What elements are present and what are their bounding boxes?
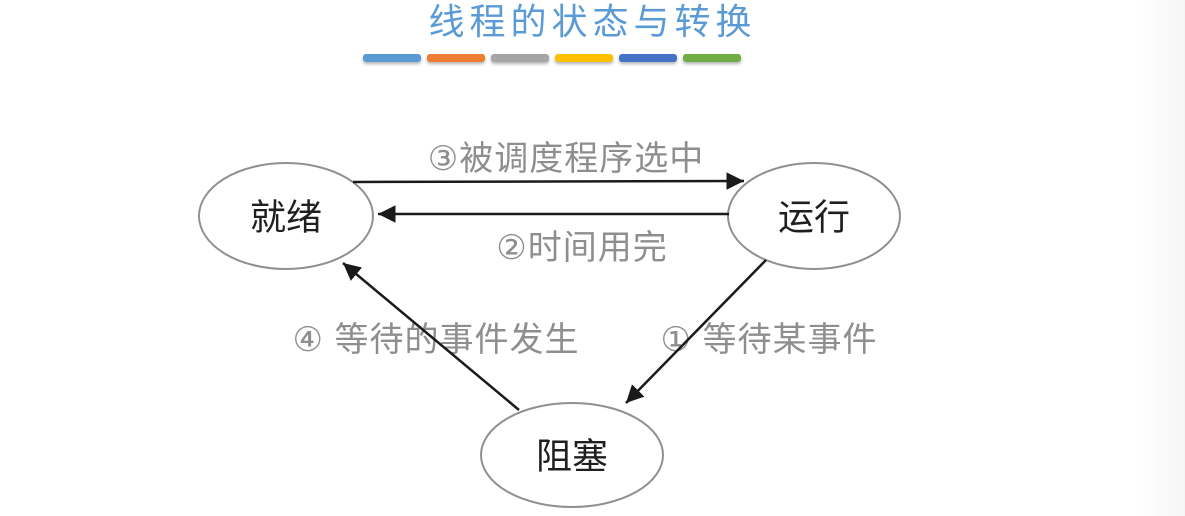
title-underline-bars: [363, 54, 741, 62]
edge-label-wait-event: ① 等待某事件: [661, 321, 878, 359]
node-blocked-ellipse: [480, 402, 664, 508]
node-running-label: 运行: [778, 197, 850, 238]
arrow-blocked-to-ready: [342, 262, 520, 411]
node-blocked-label: 阻塞: [536, 436, 608, 477]
legend-bar-0: [363, 54, 421, 62]
edge-label-time-up: ②时间用完: [496, 229, 667, 267]
arrow-running-to-blocked: [625, 259, 767, 404]
legend-bar-4: [619, 54, 677, 62]
legend-bar-5: [683, 54, 741, 62]
arrow-ready-to-running: [352, 172, 745, 190]
node-ready-label: 就绪: [250, 197, 322, 238]
legend-bar-3: [555, 54, 613, 62]
page-title: 线程的状态与转换: [428, 2, 757, 42]
legend-bar-2: [491, 54, 549, 62]
legend-bar-1: [427, 54, 485, 62]
node-ready-ellipse: [198, 162, 374, 270]
node-running-ellipse: [727, 162, 901, 270]
edge-label-scheduled: ③被调度程序选中: [428, 140, 704, 178]
